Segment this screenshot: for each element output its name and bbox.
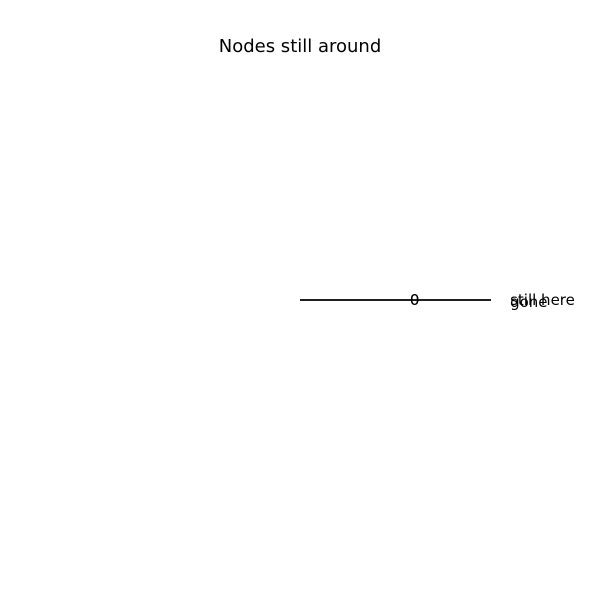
- slice-category-label: still here: [510, 291, 575, 309]
- slice-value-label: 0: [410, 291, 420, 309]
- slice-category-label: gone: [510, 293, 547, 311]
- chart-title: Nodes still around: [218, 36, 382, 57]
